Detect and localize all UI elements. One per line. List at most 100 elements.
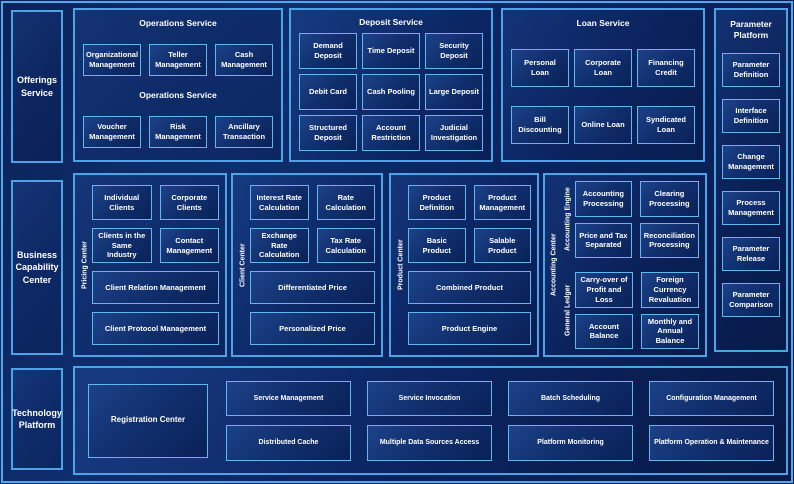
arch-box: Combined Product bbox=[408, 271, 531, 304]
operations-service-title: Operations Service bbox=[139, 18, 217, 28]
arch-box: Account Restriction bbox=[362, 115, 420, 151]
arch-box: Product Definition bbox=[408, 185, 466, 220]
arch-box: Carry-over of Profit and Loss bbox=[575, 272, 633, 308]
arch-box: Contact Management bbox=[159, 228, 219, 263]
arch-box: Product Engine bbox=[408, 312, 531, 345]
technology-platform-label: Technology Platform bbox=[11, 368, 63, 470]
arch-box: Monthly and Annual Balance bbox=[641, 313, 699, 349]
pricing-center-panel: Pricing Center Individual Clients Corpor… bbox=[73, 173, 227, 357]
arch-box: Platform Monitoring bbox=[508, 425, 633, 461]
technology-platform-text: Technology Platform bbox=[12, 407, 62, 430]
registration-center-box: Registration Center bbox=[88, 383, 208, 458]
arch-box: Corporate Clients bbox=[159, 185, 219, 220]
arch-box: Parameter Release bbox=[722, 237, 780, 272]
deposit-row-3: Structured Deposit Account Restriction J… bbox=[299, 115, 483, 151]
arch-box: Basic Product bbox=[408, 228, 466, 263]
arch-box: Syndicated Loan bbox=[637, 105, 695, 144]
business-capability-center-label: Business Capability Center bbox=[11, 180, 63, 355]
accounting-groups: Accounting Engine Accounting Processing … bbox=[561, 181, 699, 349]
arch-box: Platform Operation & Maintenance bbox=[649, 425, 774, 461]
arch-box: Teller Management bbox=[149, 43, 207, 76]
arch-box: Personal Loan bbox=[511, 48, 569, 87]
technology-platform-panel: Registration Center Service Management S… bbox=[73, 366, 788, 475]
arch-box: Online Loan bbox=[574, 105, 632, 144]
general-ledger-label: General Ledger bbox=[564, 284, 572, 337]
arch-box: Batch Scheduling bbox=[508, 380, 633, 416]
client-center-panel: Client Center Interest Rate Calculation … bbox=[231, 173, 383, 357]
arch-box: Ancillary Transaction bbox=[215, 115, 273, 148]
arch-box: Clients in the Same Industry bbox=[92, 228, 152, 263]
deposit-service-title: Deposit Service bbox=[359, 17, 423, 27]
accounting-engine-grid: Accounting Processing Clearing Processin… bbox=[575, 181, 699, 258]
arch-box: Judicial Investigation bbox=[425, 115, 483, 151]
general-ledger-group: General Ledger Carry-over of Profit and … bbox=[561, 272, 699, 349]
arch-box: Reconciliation Processing bbox=[639, 222, 699, 258]
parameter-platform-title: Parameter Platform bbox=[730, 19, 772, 41]
arch-box: Distributed Cache bbox=[226, 425, 351, 461]
arch-box: Client Protocol Management bbox=[92, 312, 219, 345]
arch-box: Process Management bbox=[722, 191, 780, 226]
arch-box: Demand Deposit bbox=[299, 33, 357, 70]
operations-service-panel: Operations Service Organizational Manage… bbox=[73, 8, 283, 162]
arch-box: Service Management bbox=[226, 380, 351, 416]
client-center-grid: Interest Rate Calculation Rate Calculati… bbox=[250, 185, 375, 345]
accounting-engine-group: Accounting Engine Accounting Processing … bbox=[561, 181, 699, 258]
offerings-service-text: Offerings Service bbox=[16, 75, 57, 98]
arch-box: Interest Rate Calculation bbox=[250, 185, 309, 220]
business-capability-text: Business Capability Center bbox=[15, 250, 59, 285]
accounting-center-label: Accounting Center bbox=[550, 233, 558, 297]
arch-box: Clearing Processing bbox=[639, 181, 699, 217]
arch-box: Large Deposit bbox=[425, 74, 483, 111]
arch-box: Configuration Management bbox=[649, 380, 774, 416]
arch-box: Client Relation Management bbox=[92, 271, 219, 304]
arch-box: Parameter Comparison bbox=[722, 283, 780, 318]
arch-box: Structured Deposit bbox=[299, 115, 357, 151]
loan-row-1: Personal Loan Corporate Loan Financing C… bbox=[511, 48, 695, 87]
accounting-engine-label: Accounting Engine bbox=[564, 187, 572, 252]
product-center-label: Product Center bbox=[397, 239, 405, 291]
arch-box: Rate Calculation bbox=[316, 185, 375, 220]
arch-box: Individual Clients bbox=[92, 185, 152, 220]
arch-box: Tax Rate Calculation bbox=[316, 228, 375, 263]
arch-box: Foreign Currency Revaluation bbox=[641, 272, 699, 308]
loan-service-title: Loan Service bbox=[576, 18, 630, 28]
deposit-row-2: Debit Card Cash Pooling Large Deposit bbox=[299, 74, 483, 111]
arch-box: Financing Credit bbox=[637, 48, 695, 87]
arch-box: Corporate Loan bbox=[574, 48, 632, 87]
arch-box: Price and Tax Separated bbox=[575, 222, 632, 258]
arch-box: Security Deposit bbox=[425, 33, 483, 70]
product-center-panel: Product Center Product Definition Produc… bbox=[389, 173, 539, 357]
arch-box: Time Deposit bbox=[362, 33, 420, 70]
general-ledger-grid: Carry-over of Profit and Loss Foreign Cu… bbox=[575, 272, 699, 349]
arch-box: Salable Product bbox=[473, 228, 531, 263]
arch-box: Debit Card bbox=[299, 74, 357, 111]
arch-box: Voucher Management bbox=[83, 115, 141, 148]
arch-box: Change Management bbox=[722, 145, 780, 180]
operations-service-subtitle: Operations Service bbox=[139, 90, 217, 101]
arch-box: Parameter Definition bbox=[722, 53, 780, 88]
accounting-center-panel: Accounting Center Accounting Engine Acco… bbox=[543, 173, 707, 357]
arch-box: Bill Discounting bbox=[511, 105, 569, 144]
technology-platform-grid: Service Management Service Invocation Ba… bbox=[226, 380, 774, 461]
arch-box: Cash Management bbox=[215, 43, 273, 76]
loan-service-panel: Loan Service Personal Loan Corporate Loa… bbox=[501, 8, 705, 162]
product-center-grid: Product Definition Product Management Ba… bbox=[408, 185, 531, 345]
operations-row-2: Voucher Management Risk Management Ancil… bbox=[83, 115, 273, 148]
deposit-row-1: Demand Deposit Time Deposit Security Dep… bbox=[299, 33, 483, 70]
pricing-center-grid: Individual Clients Corporate Clients Cli… bbox=[92, 185, 219, 345]
arch-box: Differentiated Price bbox=[250, 271, 375, 304]
arch-box: Service Invocation bbox=[367, 380, 492, 416]
arch-box: Accounting Processing bbox=[575, 181, 632, 217]
arch-box: Risk Management bbox=[149, 115, 207, 148]
operations-row-1: Organizational Management Teller Managem… bbox=[83, 43, 273, 76]
arch-box: Product Management bbox=[473, 185, 531, 220]
client-center-label: Client Center bbox=[239, 243, 247, 287]
arch-box: Multiple Data Sources Access bbox=[367, 425, 492, 461]
arch-box: Interface Definition bbox=[722, 99, 780, 134]
deposit-service-panel: Deposit Service Demand Deposit Time Depo… bbox=[289, 8, 493, 162]
loan-row-2: Bill Discounting Online Loan Syndicated … bbox=[511, 105, 695, 144]
arch-box: Cash Pooling bbox=[362, 74, 420, 111]
pricing-center-label: Pricing Center bbox=[81, 241, 89, 289]
parameter-platform-panel: Parameter Platform Parameter Definition … bbox=[714, 8, 788, 352]
